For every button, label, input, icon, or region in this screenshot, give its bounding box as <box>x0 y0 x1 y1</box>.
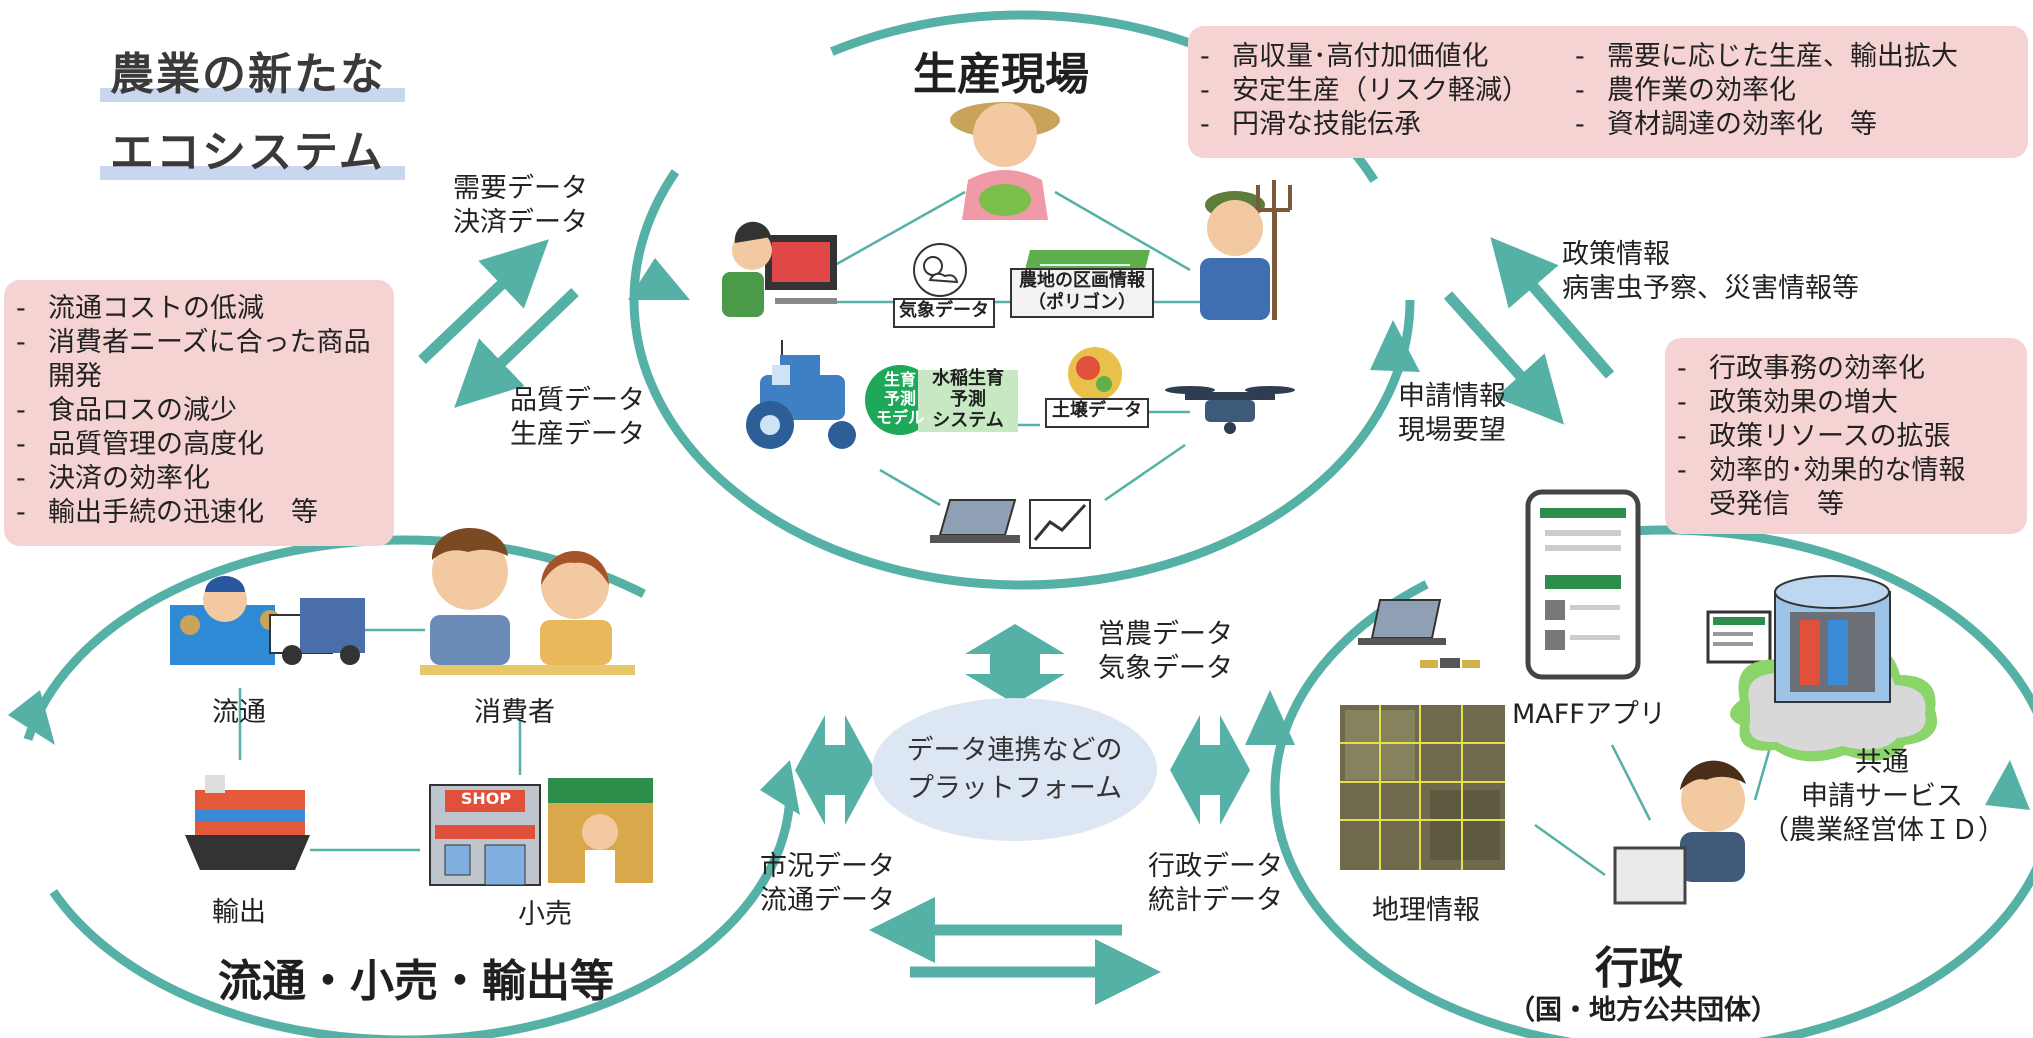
soil-data-tag: 土壌データ <box>1045 398 1149 428</box>
government-circle <box>1245 525 2033 1038</box>
node-common-application: 共通 申請サービス （農業経営体ＩＤ） <box>1762 747 2005 846</box>
production-circle <box>628 10 1420 590</box>
node-export: 輸出 <box>212 897 266 928</box>
soil-heatmap-icon <box>1068 347 1122 401</box>
benefit-item: 農作業の効率化 <box>1563 74 2023 108</box>
production-title: 生産現場 <box>913 49 1089 100</box>
computer-user-icon <box>722 221 837 317</box>
drone-icon <box>1165 386 1295 434</box>
node-geo-info: 地理情報 <box>1372 895 1480 926</box>
flow-label-farming: 営農データ気象データ <box>1098 619 1233 684</box>
growth-model-icon <box>865 365 1018 435</box>
platform-line-2: プラットフォーム <box>906 772 1123 804</box>
node-consumer: 消費者 <box>474 697 555 728</box>
data-platform: データ連携などの プラットフォーム <box>872 698 1157 841</box>
cargo-ship-icon <box>185 775 310 870</box>
truck-icon <box>269 598 365 665</box>
flow-label-market: 市況データ流通データ <box>760 851 895 916</box>
rice-prediction-system-label: 水稲生育 予測 システム <box>932 368 1004 431</box>
retail-clerk-icon <box>548 778 653 883</box>
benefit-item: 政策リソースの拡張 <box>1665 420 2027 454</box>
benefit-item-continued: 開発 <box>48 361 102 392</box>
consumers-icon <box>420 527 635 675</box>
farmer-woman-icon <box>950 102 1060 220</box>
production-benefits-box: 高収量･高付加価値化 安定生産（リスク軽減） 円滑な技能伝承 需要に応じた生産、… <box>1188 26 2028 158</box>
smartphone-icon <box>1525 489 1641 680</box>
government-subtitle: （国・地方公共団体） <box>1508 995 1778 1026</box>
laptop-satellite-icon <box>1358 599 1480 668</box>
benefit-item-continued: 受発信 等 <box>1709 489 1844 520</box>
benefit-item: 高収量･高付加価値化 <box>1188 40 1568 74</box>
production-connectors <box>810 190 1200 507</box>
production-benefits-list-2: 需要に応じた生産、輸出拡大 農作業の効率化 資材調達の効率化 等 <box>1563 40 2023 142</box>
government-benefits-box: 行政事務の効率化 政策効果の増大 政策リソースの拡張 効率的･効果的な情報 受発… <box>1665 338 2027 534</box>
government-title: 行政 <box>1595 943 1683 994</box>
title-line-1: 農業の新たな <box>100 38 405 102</box>
diagram-title: 農業の新たな エコシステム <box>100 38 405 180</box>
laptop-chart-icon <box>930 499 1091 549</box>
node-distribution: 流通 <box>212 697 266 728</box>
government-benefits-list: 行政事務の効率化 政策効果の増大 政策リソースの拡張 効率的･効果的な情報 受発… <box>1665 352 2027 522</box>
distribution-title: 流通・小売・輸出等 <box>218 956 614 1007</box>
benefit-item: 需要に応じた生産、輸出拡大 <box>1563 40 2023 74</box>
farmland-data-tag: 農地の区画情報 （ポリゴン） <box>1010 268 1154 318</box>
benefit-item: 輸出手続の迅速化 等 <box>4 496 394 530</box>
official-person-icon <box>1613 760 1746 905</box>
benefit-item: 食品ロスの減少 <box>4 394 394 428</box>
weather-icon <box>913 243 967 297</box>
benefit-item: 流通コストの低減 <box>4 292 394 326</box>
benefit-item: 行政事務の効率化 <box>1665 352 2027 386</box>
growth-model-chip: 生育 予測 モデル <box>875 370 924 427</box>
node-retail: 小売 <box>518 899 572 930</box>
portal-screen-icon <box>1706 610 1772 664</box>
benefit-item: 円滑な技能伝承 <box>1188 108 1568 142</box>
flow-label-admin: 行政データ統計データ <box>1148 851 1283 916</box>
distribution-benefits-box: 流通コストの低減 消費者ニーズに合った商品 開発 食品ロスの減少 品質管理の高度… <box>4 280 394 546</box>
node-maff-app: MAFFアプリ <box>1512 699 1666 730</box>
flow-label-demand: 需要データ決済データ <box>453 173 588 238</box>
benefit-item: 安定生産（リスク軽減） <box>1188 74 1568 108</box>
benefit-item: 資材調達の効率化 等 <box>1563 108 2023 142</box>
shop-sign: SHOP <box>460 789 512 808</box>
distribution-benefits-list: 流通コストの低減 消費者ニーズに合った商品 開発 食品ロスの減少 品質管理の高度… <box>4 292 394 530</box>
cloud-database-icon <box>1730 575 1937 762</box>
farmer-man-icon <box>1200 180 1292 320</box>
benefit-item: 効率的･効果的な情報 <box>1665 454 2027 488</box>
distribution-connectors <box>238 628 522 852</box>
tractor-icon <box>746 340 856 449</box>
production-benefits-list-1: 高収量･高付加価値化 安定生産（リスク軽減） 円滑な技能伝承 <box>1188 40 1568 142</box>
flow-label-application: 申請情報現場要望 <box>1398 381 1506 446</box>
title-line-2: エコシステム <box>100 116 405 180</box>
platform-arrows <box>795 624 1250 825</box>
delivery-worker-icon <box>170 576 280 665</box>
flow-label-quality: 品質データ生産データ <box>510 385 645 450</box>
aerial-map-icon <box>1340 705 1505 870</box>
weather-data-tag: 気象データ <box>893 298 995 328</box>
benefit-item: 品質管理の高度化 <box>4 428 394 462</box>
distribution-circle <box>8 535 800 1038</box>
flow-arrows <box>418 237 1615 1005</box>
shop-icon <box>429 784 541 886</box>
platform-line-1: データ連携などの <box>906 734 1123 766</box>
benefit-item: 消費者ニーズに合った商品 <box>4 326 394 360</box>
flow-label-policy: 政策情報病害虫予察、災害情報等 <box>1562 239 1859 304</box>
benefit-item: 政策効果の増大 <box>1665 386 2027 420</box>
benefit-item: 決済の効率化 <box>4 462 394 496</box>
